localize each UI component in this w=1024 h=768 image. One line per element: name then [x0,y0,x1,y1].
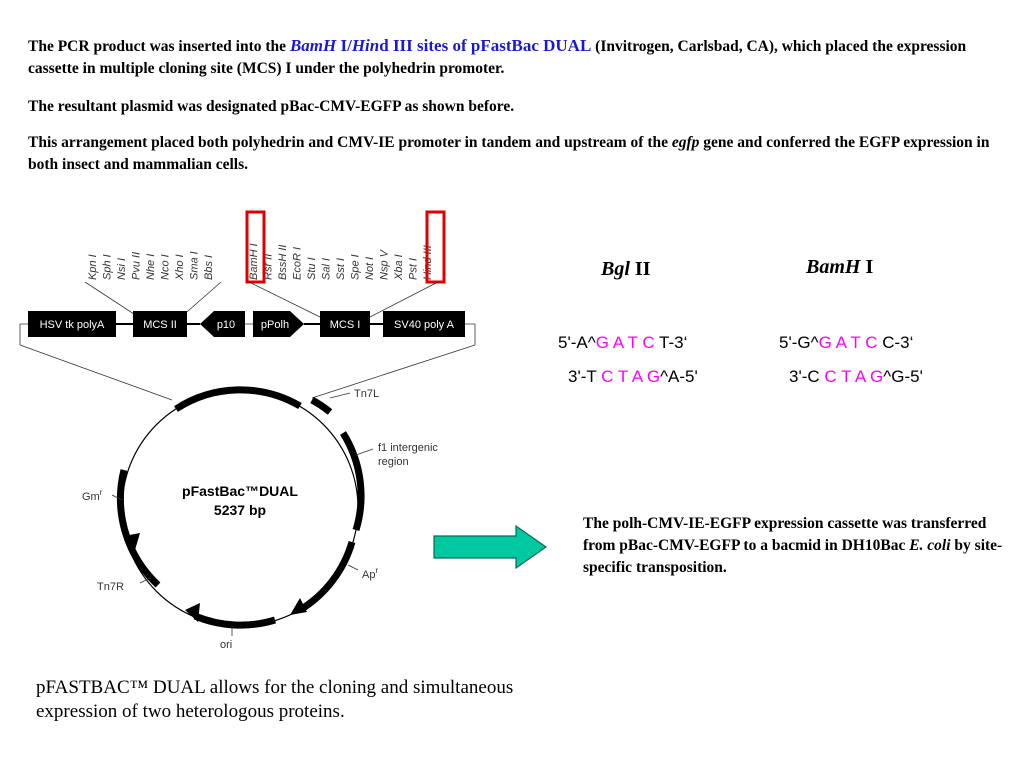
site-label-xba-i: Xba I [393,254,405,281]
egfp-gene-text: egfp [671,134,700,151]
bgl-bottom-suffix: ^A-5' [660,367,698,386]
bamhi-top-strand: 5'-G^G A T C C-3‘ [779,333,913,353]
bgl-top-prefix: 5'-A^ [558,333,596,352]
site-label-sal-i: Sal I [321,258,333,280]
ori-label: ori [220,639,232,651]
plasmid-name: pFastBac™DUAL [182,483,298,499]
hin-text: Hin [351,36,380,55]
bgl-bottom-prefix: 3'-T [568,367,602,386]
ap-label: Apr [362,566,378,581]
bglii-heading: Bgl II [601,258,650,281]
bamh-bottom-suffix: ^G-5' [883,367,923,386]
site-label-bamh-i: BamH I [248,243,260,280]
p10-arrow [200,311,245,337]
site-label-sst-i: Sst I [335,258,347,280]
bgl-top-suffix: T-3‘ [654,333,688,352]
bamh-number: I [860,256,874,278]
bglii-top-strand: 5'-A^G A T C T-3‘ [558,333,687,353]
expression-cassette-arc [174,386,302,412]
mcs-i-box [320,311,370,337]
bamhi-highlight-box [245,210,266,284]
linear-elements: HSV tk polyA MCS II p10 pPolh MCS I SV40… [28,311,465,337]
transfer-description: The polh-CMV-IE-EGFP expression cassette… [583,513,1018,579]
ppolh-arrow [253,311,304,337]
site-label-kpn-i: Kpn I [87,254,99,280]
site-label-nsi-i: Nsi I [116,258,128,280]
site-label-pvu-ii: Pvu II [131,252,143,280]
ori-arc [193,612,277,629]
arrangement-paragraph: This arrangement placed both polyhedrin … [28,132,1013,176]
bamh-bottom-site: C T A G [824,367,884,386]
site-label-xho-i: Xho I [174,254,186,281]
sv40-polya-label: SV40 poly A [394,319,455,331]
site-label-sma-i: Sma I [189,251,201,280]
ori-arrowhead [185,603,200,622]
transfer-organism: E. coli [909,537,951,554]
bgl-number: II [629,258,651,280]
site-label-spe-i: Spe I [350,254,362,280]
mcs-i-label: MCS I [330,319,361,331]
site-label-stu-i: Stu I [306,257,318,280]
p10-label: p10 [217,319,235,331]
plasmid-size: 5237 bp [214,502,266,518]
f1-label-line2: region [378,456,409,468]
site-label-not-i: Not I [364,257,376,280]
bglii-bottom-strand: 3'-T C T A G^A-5' [568,367,698,387]
hsv-tk-polya-box [28,311,116,337]
site-label-nhe-i: Nhe I [145,254,157,280]
mcs-ii-label: MCS II [143,319,177,331]
site-label-pst-i: Pst I [408,258,420,280]
plasmid-designation-paragraph: The resultant plasmid was designated pBa… [28,98,515,115]
site-label-nco-i: Nco I [160,254,172,280]
plasmid-arrowheads [124,533,307,622]
tn7l-arc [310,396,333,415]
bamh-name: BamH [806,256,861,278]
transfer-prefix: The polh-CMV-IE-EGFP expression cassette… [583,515,987,554]
site-label-bssh-ii: BssH II [277,245,289,280]
f1-label-line1: f1 intergenic [378,442,438,454]
gm-label: Gmr [82,488,103,503]
i-slash-text: I/ [336,36,352,55]
ap-gene-arc [298,540,356,613]
sites-text: d III sites of pFastBac DUAL [379,36,592,55]
bgl-name: Bgl [601,258,630,280]
bamhi-heading: BamH I [806,256,873,279]
sv40-polya-box [383,311,465,337]
gm-arrowhead [124,533,140,550]
intro-paragraph: The PCR product was inserted into the Ba… [28,35,1013,80]
bamh-text: BamH [289,36,337,55]
bgl-top-site: G A T C [595,333,655,352]
ppolh-label: pPolh [261,319,289,331]
bgl-bottom-site: C T A G [601,367,661,386]
tn7r-label: Tn7R [97,581,124,593]
bamh-top-suffix: C-3‘ [877,333,914,352]
arrangement-prefix: This arrangement placed both polyhedrin … [28,134,672,151]
hsv-tk-polya-label: HSV tk polyA [40,319,105,331]
feature-labels: Tn7L f1 intergenic region Gmr Apr Tn7R o… [82,388,438,651]
f1-region-arc [340,431,365,532]
bamh-top-prefix: 5'-G^ [779,333,819,352]
site-label-nsp-v: Nsp V [379,248,391,280]
caption: pFASTBAC™ DUAL allows for the cloning an… [36,677,514,722]
site-label-sph-i: Sph I [102,254,114,280]
right-arrow-icon [433,524,548,570]
tn7l-label: Tn7L [354,388,379,400]
gm-gene-arc [116,469,161,588]
plasmid-features [116,386,365,629]
intro-prefix: The PCR product was inserted into the [28,38,290,55]
transfer-suffix: by site-specific transposition. [583,537,1003,576]
bamh-top-site: G A T C [818,333,878,352]
site-label-bbs-i: Bbs I [203,255,215,280]
bamhi-bottom-strand: 3'-C C T A G^G-5' [789,367,923,387]
mcs-ii-box [133,311,187,337]
hindiii-highlight-box [425,210,446,284]
intro-suffix: (Invitrogen, Carlsbad, CA), which placed… [28,38,967,77]
ap-arrowhead [290,598,307,615]
bamh-bottom-prefix: 3'-C [789,367,825,386]
site-label-ecor-i: EcoR I [292,247,304,280]
arrangement-suffix: gene and conferred the EGFP expression i… [28,134,990,173]
